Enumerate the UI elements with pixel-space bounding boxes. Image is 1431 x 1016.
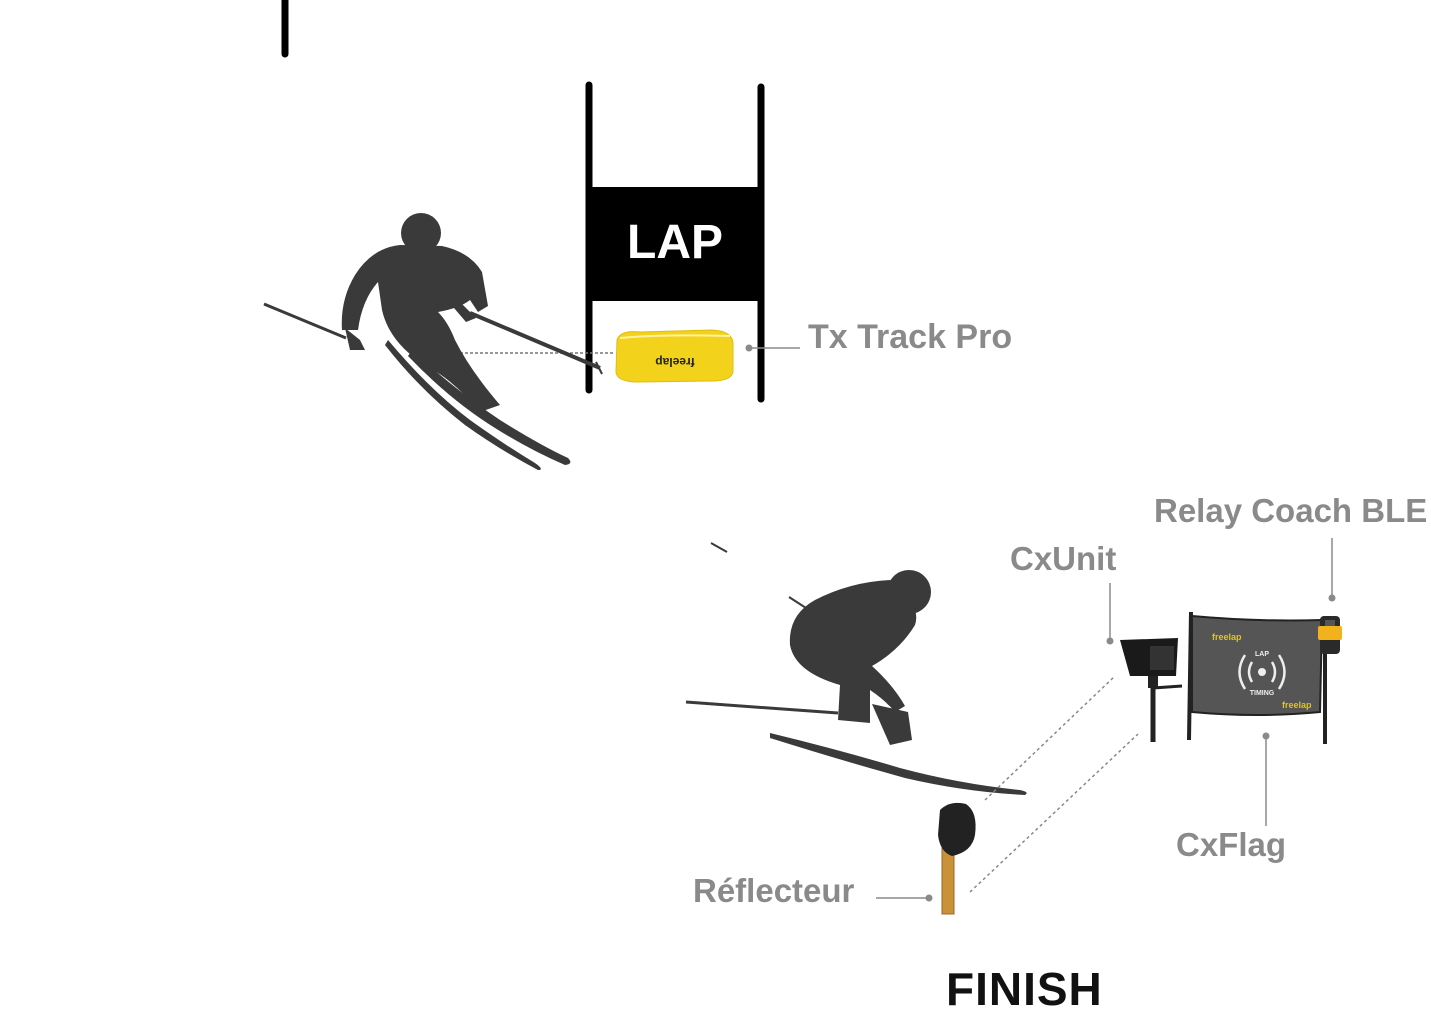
label-cxunit: CxUnit — [1010, 540, 1116, 578]
finish-label: FINISH — [946, 962, 1103, 1016]
skier-tuck-silhouette — [686, 543, 1027, 795]
tx-track-pro-device: freelap — [616, 330, 733, 382]
gate-banner-text: LAP — [627, 216, 723, 269]
flag-sub-text: TIMING — [1250, 690, 1275, 697]
cxunit-device — [1120, 638, 1182, 742]
label-cxflag: CxFlag — [1176, 826, 1286, 864]
timing-diagram: LAP freelap — [0, 0, 1431, 992]
beam-upper — [985, 676, 1115, 800]
flag-brand: freelap — [1212, 632, 1242, 642]
cxflag-device: freelap LAP TIMING freelap — [1189, 612, 1325, 744]
label-reflecteur: Réflecteur — [693, 872, 854, 910]
reflecteur-device — [938, 803, 976, 914]
label-tx-track-pro: Tx Track Pro — [808, 318, 1012, 357]
beam-lower — [970, 734, 1138, 892]
flag-center-text: LAP — [1255, 651, 1269, 658]
relay-coach-device — [1318, 616, 1342, 654]
transponder-brand: freelap — [655, 355, 694, 369]
label-relay-coach: Relay Coach BLE — [1154, 492, 1427, 530]
flag-brand-bottom: freelap — [1282, 700, 1312, 710]
skier-slalom-silhouette — [264, 213, 602, 470]
